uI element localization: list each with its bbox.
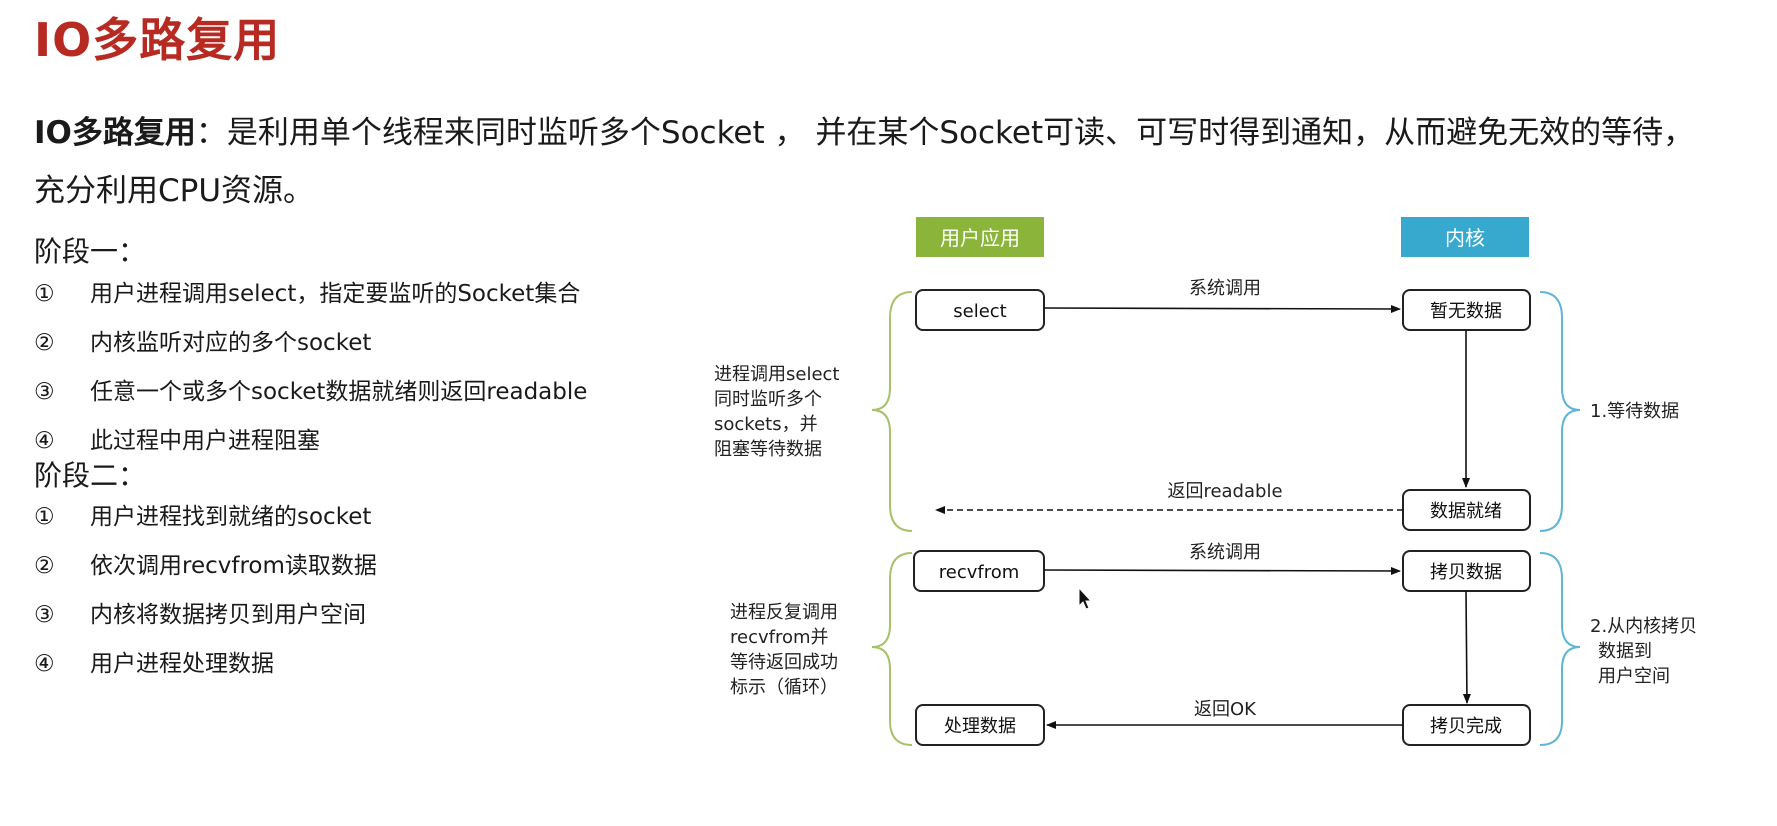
stage1-left-brace: [871, 291, 913, 532]
stage1-right-brace: [1539, 291, 1581, 532]
stage1-item-text: 用户进程调用select，指定要监听的Socket集合: [90, 281, 581, 307]
left-note-stage2-line: recvfrom并: [730, 627, 829, 648]
recvfrom-box: [913, 550, 1045, 592]
stage1-list: ① 用户进程调用select，指定要监听的Socket集合 ② 内核监听对应的多个s…: [34, 270, 587, 466]
stage2-item: ④ 用户进程处理数据: [34, 640, 377, 689]
left-note-stage2-line: 等待返回成功: [730, 652, 838, 673]
syscall-arrow-1: [1043, 304, 1401, 313]
stage2-item-text: 用户进程找到就绪的socket: [90, 504, 372, 530]
stage1-item-number: ①: [34, 281, 55, 307]
stage2-item-text: 用户进程处理数据: [90, 651, 274, 677]
definition-text: 是利用单个线程来同时监听多个Socket ， 并在某个Socket可读、可写时得…: [34, 115, 1695, 209]
stage1-item-number: ③: [34, 379, 55, 405]
return-ok-label: 返回OK: [1194, 699, 1257, 720]
stage2-item: ② 依次调用recvfrom读取数据: [34, 542, 377, 591]
stage1-item-number: ④: [34, 428, 55, 454]
left-note-stage2: 进程反复调用 recvfrom并 等待返回成功 标示（循环）: [730, 602, 844, 698]
syscall-arrow-2: [1043, 566, 1401, 575]
kernel-header: 内核: [1445, 226, 1485, 250]
definition-colon: ：: [195, 115, 227, 151]
left-note-stage1-line: sockets，并: [714, 414, 818, 435]
syscall-label-1: 系统调用: [1189, 278, 1261, 299]
no-data-box-label: 暂无数据: [1430, 301, 1502, 322]
stage2-item: ③ 内核将数据拷贝到用户空间: [34, 591, 377, 640]
page-title: IO多路复用: [34, 13, 281, 67]
stage2-item-text: 内核将数据拷贝到用户空间: [90, 602, 366, 628]
stage2-heading: 阶段二：: [34, 459, 147, 492]
left-note-stage1-line: 阻塞等待数据: [714, 439, 822, 460]
stage2-right-brace: [1539, 552, 1581, 746]
stage1-item-text: 内核监听对应的多个socket: [90, 330, 372, 356]
stage1-item-number: ②: [34, 330, 55, 356]
syscall-label-2: 系统调用: [1189, 542, 1261, 563]
left-note-stage1-line: 同时监听多个: [714, 389, 822, 410]
select-box: [915, 289, 1045, 331]
left-note-stage2-line: 标示（循环）: [730, 677, 838, 698]
process-data-box: [915, 704, 1045, 746]
stage2-item-number: ③: [34, 602, 55, 628]
stage2-item-number: ②: [34, 553, 55, 579]
copy-done-box-label: 拷贝完成: [1430, 716, 1502, 737]
mouse-cursor-icon: [1078, 586, 1093, 610]
stage2-item-number: ①: [34, 504, 55, 530]
stage2-item-number: ④: [34, 651, 55, 677]
recvfrom-box-label: recvfrom: [939, 562, 1020, 583]
stage1-heading: 阶段一：: [34, 235, 147, 268]
copy-data-box-label: 拷贝数据: [1430, 562, 1502, 583]
stage1-item: ② 内核监听对应的多个socket: [34, 319, 587, 368]
user-app-header-bg: [916, 217, 1044, 257]
left-note-stage1: 进程调用select 同时监听多个 sockets，并 阻塞等待数据: [714, 364, 845, 460]
stage2-left-brace: [871, 552, 913, 746]
stage1-item: ④ 此过程中用户进程阻塞: [34, 417, 587, 466]
stage1-item-text: 任意一个或多个socket数据就绪则返回readable: [90, 379, 588, 405]
stage1-item: ① 用户进程调用select，指定要监听的Socket集合: [34, 270, 587, 319]
right-note-stage2-line: 用户空间: [1598, 666, 1670, 687]
right-note-stage2: 2.从内核拷贝 数据到 用户空间: [1590, 616, 1703, 687]
stage1-item: ③ 任意一个或多个socket数据就绪则返回readable: [34, 368, 587, 417]
stage2-list: ① 用户进程找到就绪的socket ② 依次调用recvfrom读取数据 ③ 内核将数…: [34, 493, 377, 689]
data-ready-box-label: 数据就绪: [1430, 501, 1502, 522]
process-data-box-label: 处理数据: [944, 716, 1016, 737]
left-note-stage2-line: 进程反复调用: [730, 602, 838, 623]
right-note-stage2-line: 数据到: [1598, 641, 1652, 662]
definition-paragraph: IO多路复用：是利用单个线程来同时监听多个Socket ， 并在某个Socket…: [34, 104, 1714, 220]
right-note-stage2-line: 2.从内核拷贝: [1590, 616, 1697, 637]
kernel-header-bg: [1401, 217, 1529, 257]
return-readable-label: 返回readable: [1167, 481, 1282, 502]
definition-term: IO多路复用: [34, 115, 196, 151]
copy-arrow: [1462, 590, 1471, 704]
stage1-item-text: 此过程中用户进程阻塞: [90, 428, 320, 454]
select-box-label: select: [953, 301, 1006, 322]
stage2-item-text: 依次调用recvfrom读取数据: [90, 553, 377, 579]
stage2-item: ① 用户进程找到就绪的socket: [34, 493, 377, 542]
left-note-stage1-line: 进程调用select: [714, 364, 839, 385]
user-app-header: 用户应用: [940, 226, 1020, 250]
right-note-stage1: 1.等待数据: [1590, 401, 1679, 422]
